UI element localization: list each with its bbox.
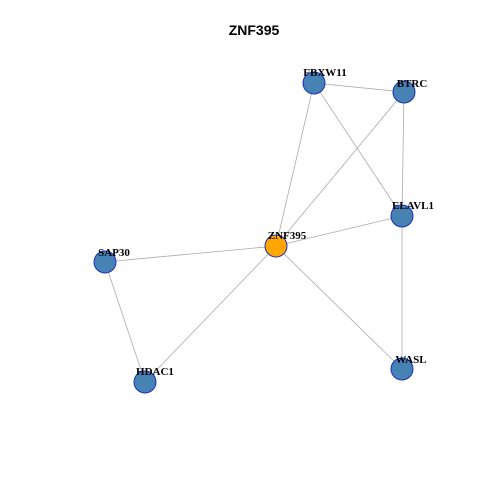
edge-elavl1-znf395: [275, 215, 403, 247]
graph-title: ZNF395: [229, 22, 280, 38]
edge-sap30-hdac1: [104, 261, 146, 383]
node-circle-hdac1: [133, 370, 157, 394]
node-elavl1: ELAVL1: [390, 200, 434, 228]
node-circle-elavl1: [390, 204, 414, 228]
edge-hdac1-znf395: [144, 245, 277, 383]
node-znf395: ZNF395: [264, 230, 307, 258]
node-fbxw11: FBXW11: [302, 67, 347, 95]
edge-znf395-wasl: [275, 245, 403, 370]
edge-fbxw11-elavl1: [313, 82, 403, 217]
edge-btrc-elavl1: [401, 91, 405, 217]
edge-btrc-znf395: [275, 91, 405, 247]
node-circle-sap30: [93, 250, 117, 274]
node-label-btrc: BTRC: [397, 78, 428, 90]
node-circle-fbxw11: [302, 71, 326, 95]
node-hdac1: HDAC1: [133, 366, 174, 394]
edge-fbxw11-btrc: [313, 82, 405, 93]
node-sap30: SAP30: [93, 247, 130, 274]
node-label-fbxw11: FBXW11: [303, 67, 346, 79]
node-circle-btrc: [392, 80, 416, 104]
node-label-hdac1: HDAC1: [136, 366, 174, 378]
node-btrc: BTRC: [392, 78, 428, 104]
node-wasl: WASL: [390, 354, 427, 381]
node-circle-wasl: [390, 357, 414, 381]
node-label-znf395: ZNF395: [268, 230, 307, 242]
node-label-wasl: WASL: [395, 354, 426, 366]
edge-fbxw11-znf395: [275, 82, 315, 247]
node-label-sap30: SAP30: [98, 247, 130, 259]
edge-sap30-znf395: [104, 245, 277, 263]
node-label-elavl1: ELAVL1: [392, 200, 434, 212]
node-circle-znf395: [264, 234, 288, 258]
edges-layer: [104, 82, 405, 383]
